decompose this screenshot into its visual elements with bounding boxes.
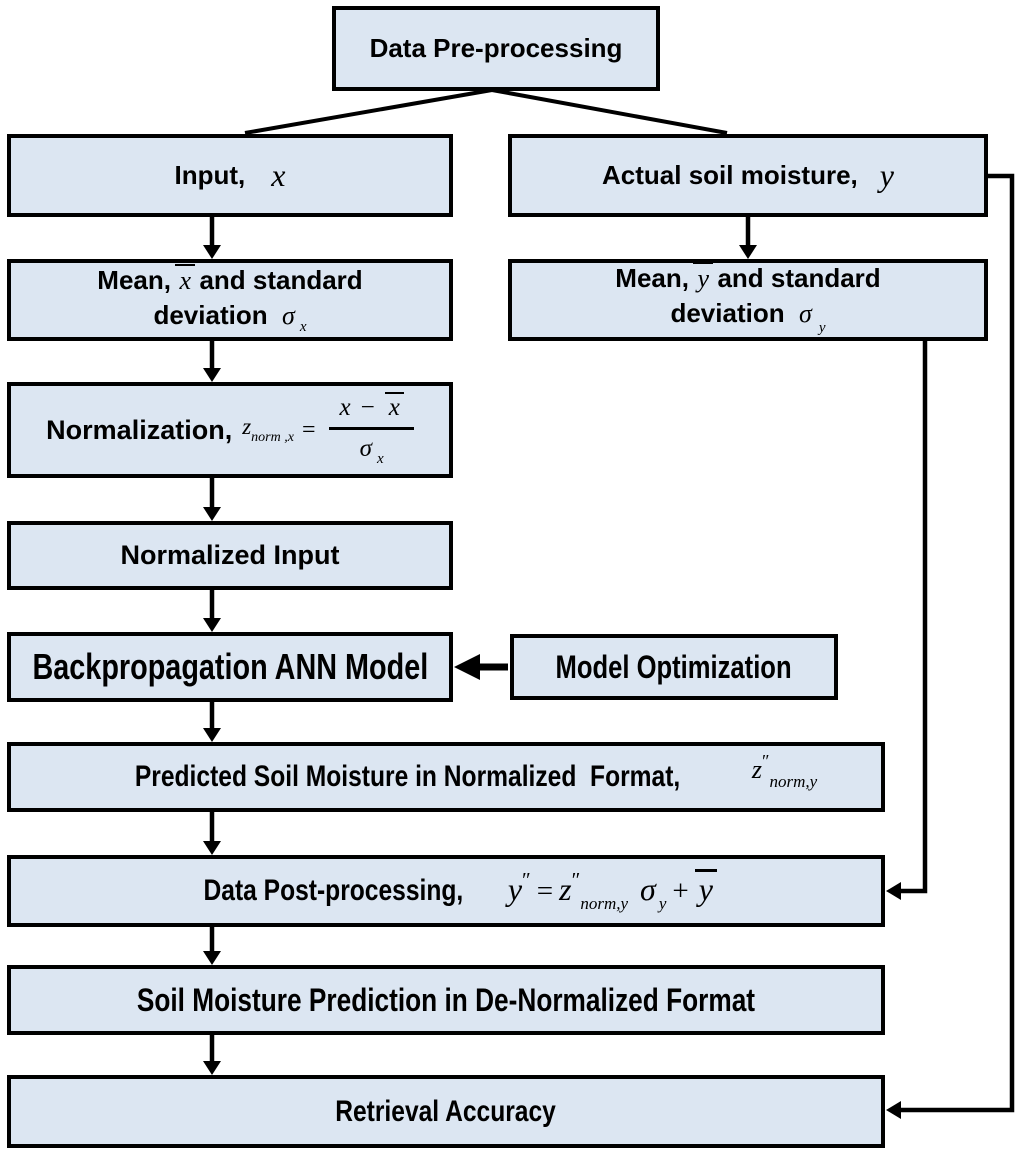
- xbar-symbol: x: [384, 392, 404, 421]
- node-label: Retrieval Accuracy: [335, 1094, 557, 1128]
- node-label: Input,: [174, 160, 246, 190]
- sigma-symbol: σ: [799, 299, 812, 329]
- mean-label: Mean,: [97, 264, 171, 295]
- z-subscript: norm,y: [769, 771, 818, 791]
- math-xbar: x: [175, 263, 195, 294]
- double-prime: ″: [762, 750, 770, 771]
- deviation-label: deviation: [153, 299, 268, 330]
- sigma-symbol: σ: [640, 871, 656, 907]
- mean-x-line1: Mean, x and standard: [97, 263, 363, 298]
- and-standard-label: and standard: [199, 264, 363, 295]
- double-prime: ″: [522, 868, 531, 892]
- node-label: Normalization,: [46, 414, 233, 445]
- arrow-backprop-to-predicted: [203, 702, 221, 742]
- node-retrieval-accuracy: Retrieval Accuracy: [7, 1075, 885, 1148]
- sigma-symbol: σ: [359, 435, 372, 462]
- node-data-preprocessing: Data Pre-processing: [332, 6, 660, 91]
- node-label: Backpropagation ANN Model: [32, 646, 428, 687]
- math-ybar: y: [693, 262, 713, 293]
- arrow-normalized-input-to-backprop: [203, 590, 221, 632]
- node-label: Actual soil moisture,: [602, 160, 858, 190]
- arrow-input-to-mean-x: [203, 217, 221, 259]
- node-label: Data Pre-processing: [369, 33, 623, 63]
- node-input: Input, x: [7, 134, 453, 217]
- and-standard-label: and standard: [717, 263, 881, 294]
- arrow-mean-y-to-post: [886, 341, 928, 900]
- math-z-norm-y: z″norm,y: [752, 751, 817, 792]
- x-symbol: x: [339, 394, 351, 421]
- math-z-norm-x: znorm ,x: [242, 414, 294, 446]
- plus-sign: +: [672, 875, 689, 907]
- arrow-normalization-to-normalized-input: [203, 478, 221, 521]
- edge-pre-to-input: [244, 88, 493, 135]
- arrow-model-opt-to-backprop: [454, 654, 508, 680]
- ybar-symbol: y: [694, 869, 717, 907]
- node-model-optimization: Model Optimization: [510, 634, 838, 700]
- fraction-numerator: x−x: [329, 392, 414, 430]
- node-backpropagation-ann-model: Backpropagation ANN Model: [7, 632, 453, 702]
- node-normalized-input: Normalized Input: [7, 521, 453, 590]
- node-denormalized-prediction: Soil Moisture Prediction in De-Normalize…: [7, 965, 885, 1035]
- node-label: Predicted Soil Moisture in Normalized Fo…: [134, 760, 681, 793]
- equals-sign: =: [536, 875, 554, 907]
- double-prime: ″: [571, 868, 581, 892]
- node-actual-soil-moisture: Actual soil moisture, y: [508, 134, 988, 217]
- deviation-label: deviation: [670, 298, 785, 329]
- sigma-symbol: σ: [282, 300, 295, 330]
- edge-pre-to-actual: [491, 88, 728, 135]
- sigma-subscript: x: [376, 451, 384, 467]
- arrow-predicted-to-post: [203, 812, 221, 855]
- z-subscript: norm ,x: [251, 430, 294, 445]
- sigma-subscript: y: [818, 320, 826, 337]
- math-var-x: x: [271, 157, 286, 193]
- arrow-denormalized-to-retrieval: [203, 1035, 221, 1075]
- node-label: Soil Moisture Prediction in De-Normalize…: [136, 981, 756, 1018]
- mean-y-line1: Mean, y and standard: [615, 261, 881, 296]
- arrow-actual-to-mean-y: [739, 217, 757, 259]
- z-symbol: z: [242, 414, 252, 439]
- z-symbol: z: [751, 754, 763, 784]
- node-label: Data Post-processing,: [203, 874, 464, 907]
- arrow-mean-x-to-normalization: [203, 341, 221, 382]
- math-var-y: y: [879, 157, 894, 193]
- z-subscript: norm,y: [580, 894, 629, 913]
- equals-sign: =: [301, 416, 316, 443]
- arrow-post-to-denormalized: [203, 927, 221, 965]
- z-symbol: z: [559, 871, 572, 907]
- node-predicted-normalized: Predicted Soil Moisture in Normalized Fo…: [7, 742, 885, 812]
- sigma-subscript: x: [299, 318, 307, 335]
- node-label: Normalized Input: [120, 540, 340, 570]
- minus-sign: −: [360, 394, 375, 421]
- node-label: Model Optimization: [555, 648, 793, 685]
- sigma-subscript: y: [658, 894, 667, 913]
- y-symbol: y: [507, 871, 523, 907]
- mean-label: Mean,: [615, 263, 689, 294]
